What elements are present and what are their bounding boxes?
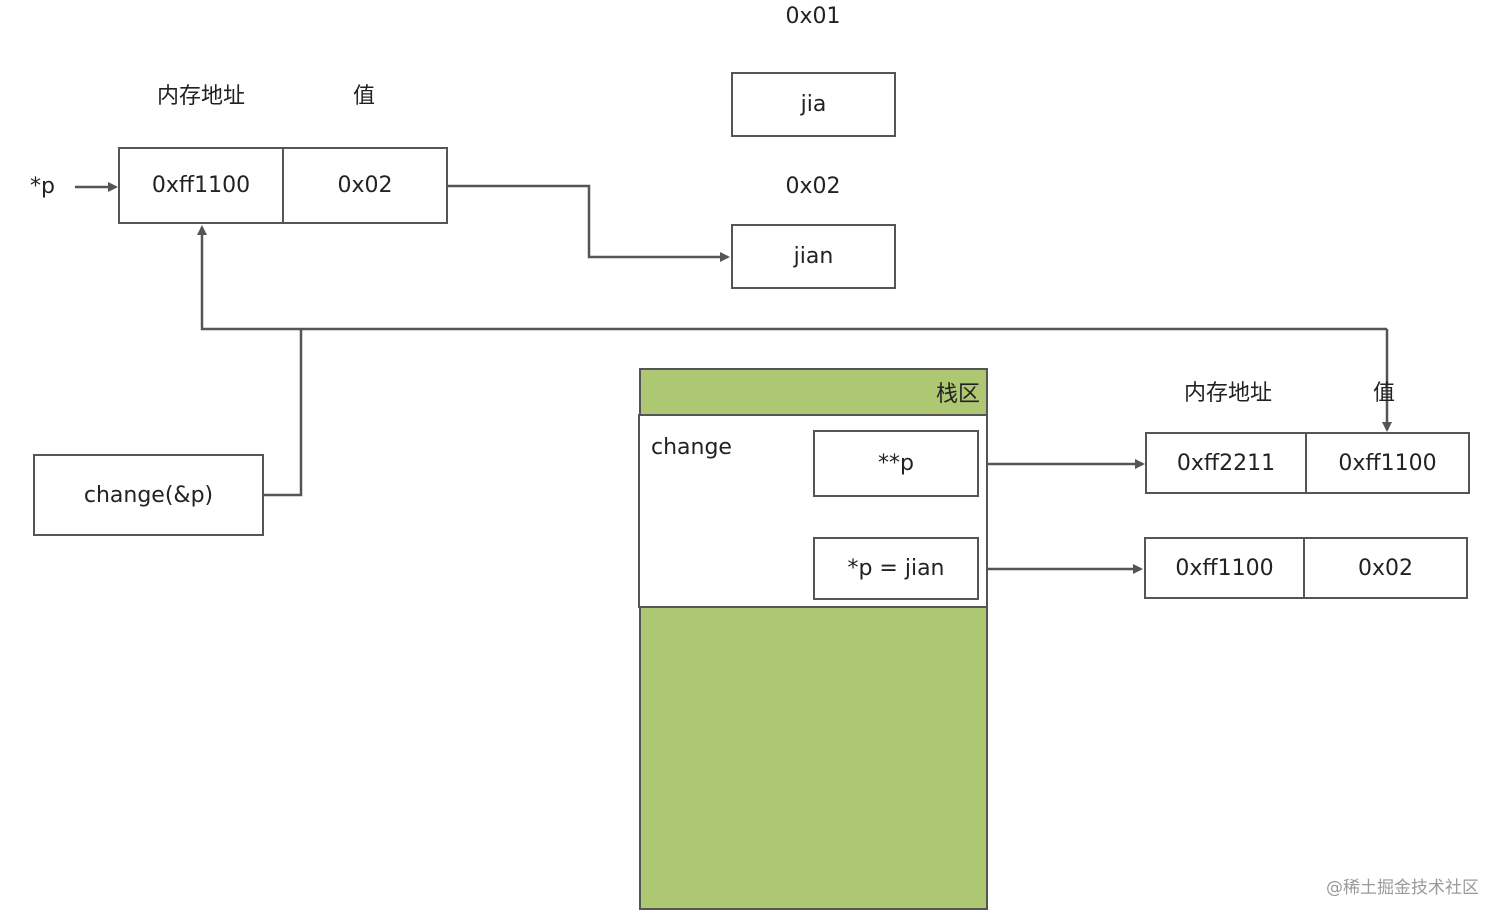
memory-cell-jian: jian xyxy=(731,224,896,289)
change-call-box: change(&p) xyxy=(33,454,264,536)
pointer-header-value: 值 xyxy=(352,84,376,109)
watermark: @稀土掘金技术社区 xyxy=(1326,878,1479,898)
pointer-value-cell: 0x02 xyxy=(282,147,448,224)
row2-address-cell: 0xff1100 xyxy=(1144,537,1305,599)
stack-frame-label: change xyxy=(651,435,732,460)
memory-cell-jia: jia xyxy=(731,72,896,137)
row2-value-cell: 0x02 xyxy=(1303,537,1468,599)
stack-title: 栈区 xyxy=(936,382,981,407)
address-label-0x01: 0x01 xyxy=(785,4,841,29)
row1-address-cell: 0xff2211 xyxy=(1145,432,1307,494)
stack-slot-double-pointer: **p xyxy=(813,430,979,497)
pointer-header-address: 内存地址 xyxy=(156,84,246,109)
right-header-value: 值 xyxy=(1372,381,1396,406)
address-label-0x02: 0x02 xyxy=(785,174,841,199)
right-header-address: 内存地址 xyxy=(1183,381,1273,406)
stack-slot-assign: *p = jian xyxy=(813,537,979,600)
row1-value-cell: 0xff1100 xyxy=(1305,432,1470,494)
pointer-var-label: *p xyxy=(30,174,55,199)
pointer-address-cell: 0xff1100 xyxy=(118,147,284,224)
line-change-call xyxy=(264,329,303,497)
arrow-value-to-jian xyxy=(447,184,730,262)
